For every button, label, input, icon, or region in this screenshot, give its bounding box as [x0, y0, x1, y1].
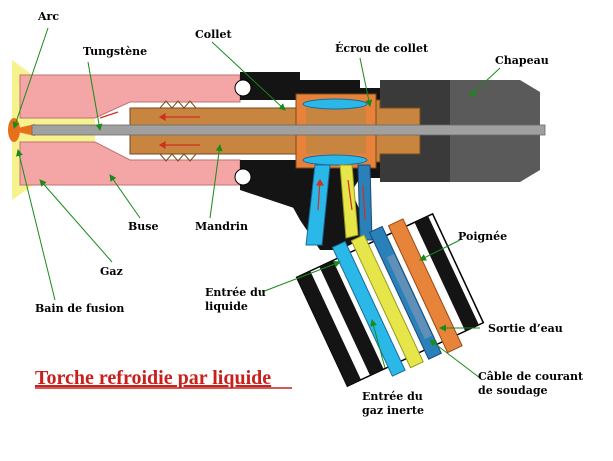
label-entree-gaz-2: gaz inerte — [362, 404, 424, 417]
label-mandrin: Mandrin — [195, 220, 248, 233]
tungsten-rod — [31, 124, 546, 136]
threads — [159, 100, 197, 162]
label-ecrou: Écrou de collet — [335, 41, 429, 55]
label-arc: Arc — [37, 10, 59, 23]
label-sortie-eau: Sortie d’eau — [488, 322, 563, 335]
label-cable-1: Câble de courant — [478, 370, 584, 383]
handle-stripe-2 — [319, 260, 384, 376]
diagram-title: Torche refroidie par liquide — [35, 367, 271, 389]
label-chapeau: Chapeau — [495, 54, 549, 67]
water-chamber-bottom — [302, 154, 368, 166]
fastener-bottom — [234, 168, 252, 186]
leader-lines — [12, 27, 501, 379]
flow-arrows — [99, 111, 366, 221]
arc-flame — [18, 124, 35, 136]
cable-water-in — [331, 240, 406, 377]
cable-core — [386, 254, 432, 339]
fastener-top — [234, 79, 252, 97]
handle-stripe-1 — [296, 270, 361, 387]
label-entree-gaz-1: Entrée du — [362, 390, 423, 403]
handle-stripe-3 — [414, 216, 479, 332]
cable-gas — [350, 234, 424, 369]
label-buse: Buse — [128, 220, 159, 233]
cable-current — [387, 218, 463, 354]
label-tungstene: Tungstène — [83, 45, 147, 58]
water-out-hose — [357, 164, 373, 241]
label-entree-liquide-2: liquide — [205, 300, 248, 313]
label-entree-liquide-1: Entrée du — [205, 286, 266, 299]
label-collet: Collet — [195, 28, 232, 41]
label-bain: Bain de fusion — [35, 302, 124, 315]
label-poignee: Poignée — [458, 230, 507, 243]
label-gaz: Gaz — [100, 265, 123, 278]
water-chamber-top — [302, 98, 368, 110]
gas-hose — [339, 164, 359, 239]
label-cable-2: de soudage — [478, 384, 548, 397]
